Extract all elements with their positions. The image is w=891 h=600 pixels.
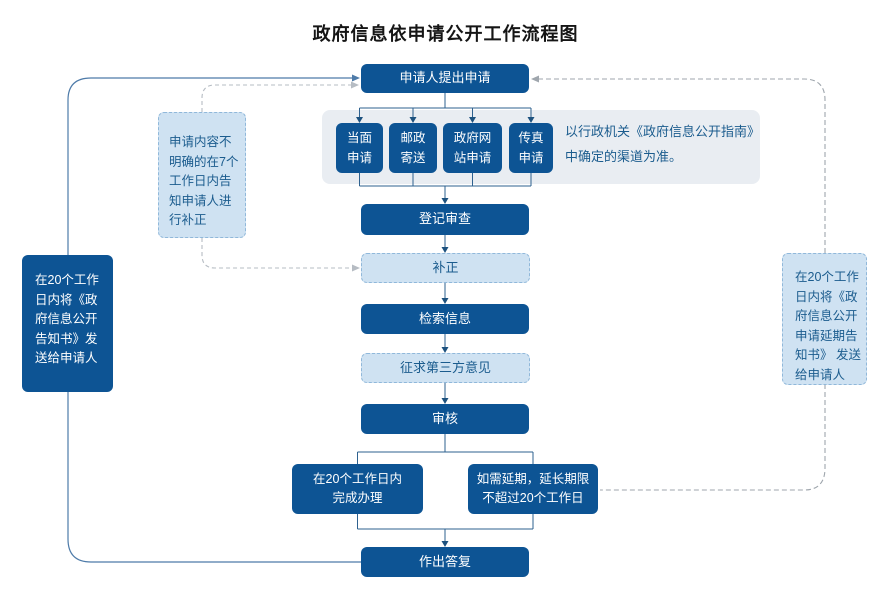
node-register-review: 登记审查 xyxy=(361,204,529,235)
node-channel-postal: 邮政 寄送 xyxy=(389,123,437,173)
node-supplement: 补正 xyxy=(361,253,530,283)
node-search-info: 检索信息 xyxy=(361,304,529,334)
channel-note: 以行政机关《政府信息公开指南》 中确定的渠道为准。 xyxy=(565,124,761,164)
page-title: 政府信息依申请公开工作流程图 xyxy=(312,24,579,44)
node-third-party-opinion: 征求第三方意见 xyxy=(361,353,530,383)
node-channel-fax: 传真 申请 xyxy=(509,123,553,173)
hint-dashed-lines xyxy=(201,81,360,272)
node-apply: 申请人提出申请 xyxy=(361,64,529,93)
flow-arrowheads xyxy=(356,117,535,547)
note-send-disclosure-notice: 在20个工作 日内将《政 府信息公开 告知书》发 送给申请人 xyxy=(22,255,113,392)
note-unclear-application: 申请内容不 明确的在7个 工作日内告 知申请人进 行补正 xyxy=(158,112,246,238)
arrow-into-apply-right xyxy=(531,75,539,83)
node-channel-website: 政府网 站申请 xyxy=(443,123,502,173)
note-send-extension-notice: 在20个工作 日内将《政 府信息公开 申请延期告 知书》 发送 给申请人 xyxy=(782,253,867,385)
node-extension: 如需延期，延长期限 不超过20个工作日 xyxy=(468,464,598,514)
arrow-into-apply-left xyxy=(352,74,360,82)
node-reply: 作出答复 xyxy=(361,547,529,577)
node-complete-in-20-days: 在20个工作日内 完成办理 xyxy=(292,464,423,514)
node-review: 审核 xyxy=(361,404,529,434)
main-flow-lines xyxy=(357,93,534,541)
node-channel-in-person: 当面 申请 xyxy=(336,123,383,173)
